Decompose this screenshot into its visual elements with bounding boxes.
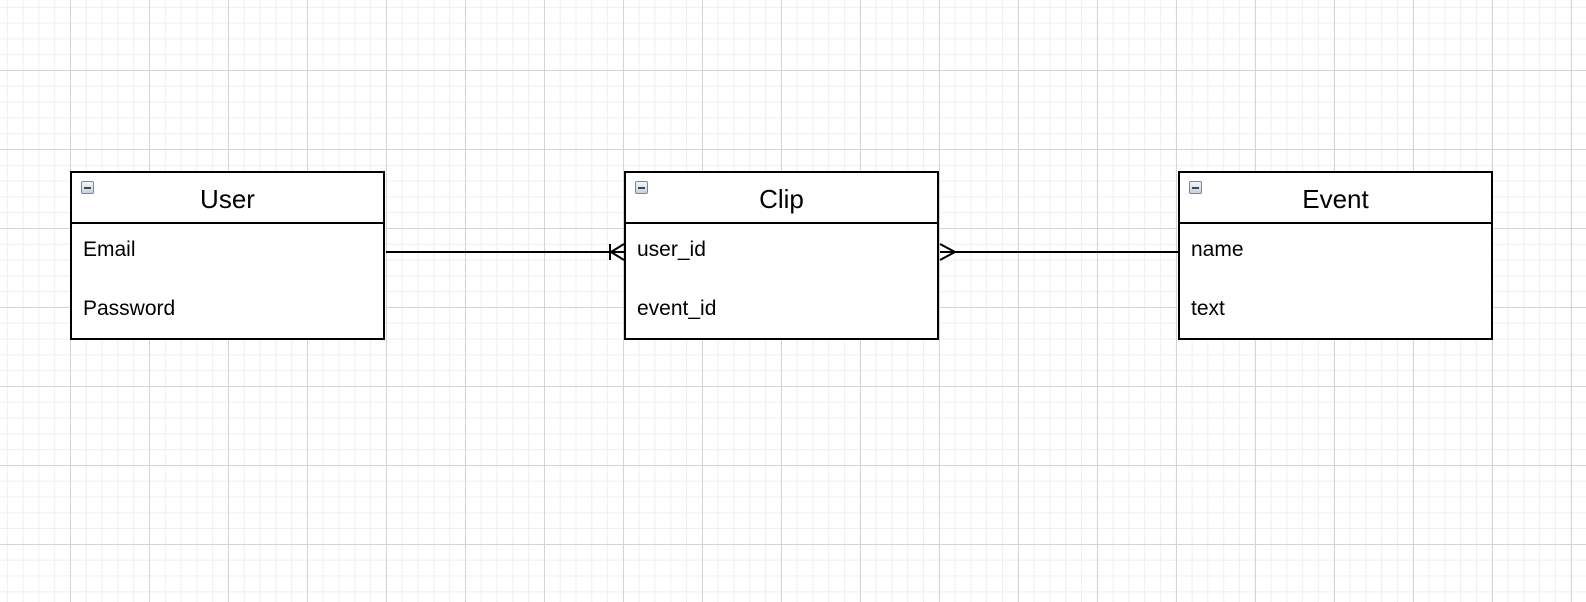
collapse-icon[interactable] [635,181,648,194]
entity-user-header[interactable]: User [72,173,383,224]
relationship-user-clip[interactable] [386,243,625,261]
entity-event[interactable]: Event name text [1178,171,1493,340]
entity-clip-field-event-id[interactable]: event_id [637,297,717,320]
entity-event-header[interactable]: Event [1180,173,1491,224]
entity-clip-field-user-id[interactable]: user_id [637,238,706,261]
entity-event-field-text[interactable]: text [1191,297,1225,320]
entity-user-field-email[interactable]: Email [83,238,136,261]
collapse-icon[interactable] [1189,181,1202,194]
entity-user-title: User [200,184,255,214]
many-marker [939,243,956,261]
entity-event-field-name[interactable]: name [1191,238,1244,261]
entity-event-title: Event [1302,184,1369,214]
one-or-many-marker [609,243,625,261]
entity-clip[interactable]: Clip user_id event_id [624,171,939,340]
collapse-icon[interactable] [81,181,94,194]
relationship-clip-event[interactable] [939,243,1178,261]
entity-clip-title: Clip [759,184,804,214]
entity-user[interactable]: User Email Password [70,171,385,340]
entity-clip-header[interactable]: Clip [626,173,937,224]
entity-user-field-password[interactable]: Password [83,297,176,320]
